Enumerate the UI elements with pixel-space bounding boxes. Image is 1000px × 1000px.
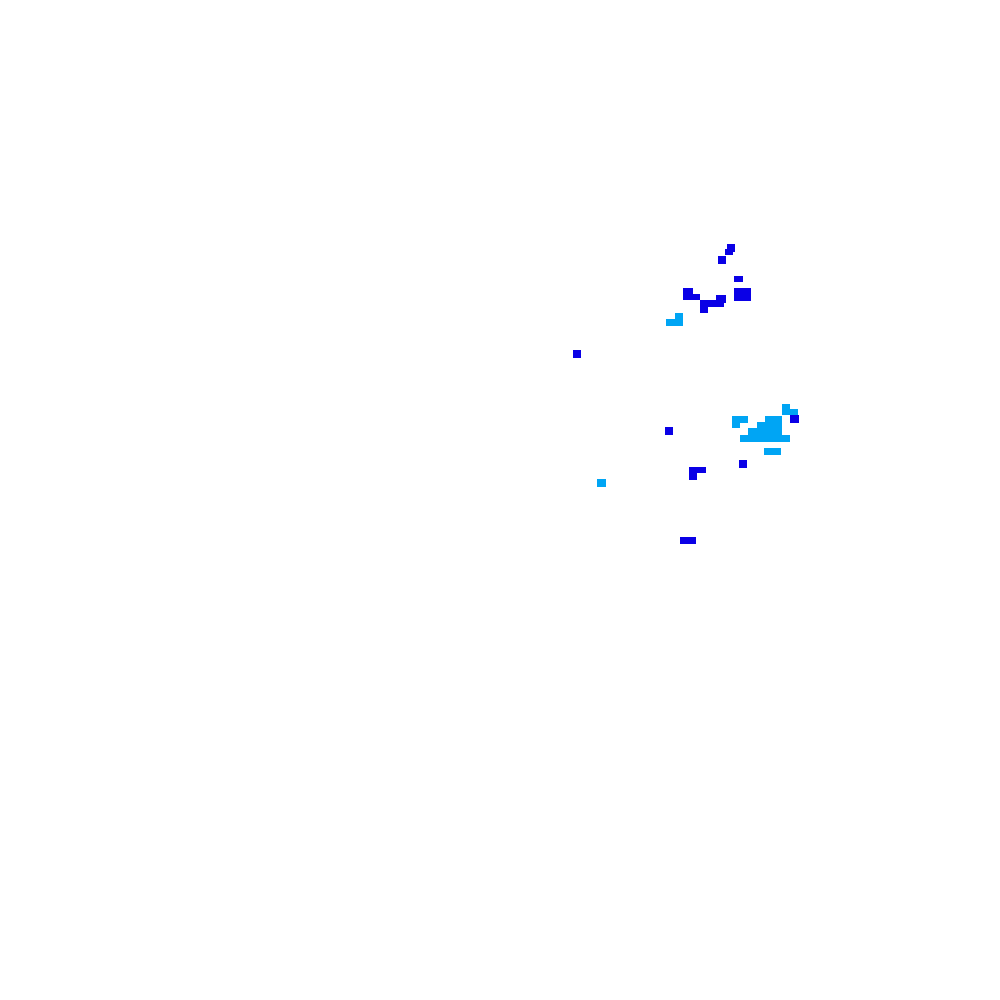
radar-cell-moderate <box>782 409 798 415</box>
radar-cell-intense <box>573 350 581 358</box>
radar-cell-moderate <box>764 448 781 455</box>
radar-cell-intense <box>665 427 673 435</box>
radar-cell-intense <box>734 288 751 301</box>
radar-cell-intense <box>689 467 697 480</box>
radar-cell-intense <box>700 305 708 313</box>
radar-cell-moderate <box>740 435 790 442</box>
radar-cell-intense <box>689 467 706 473</box>
radar-cell-moderate <box>666 319 683 326</box>
radar-cell-intense <box>790 415 799 423</box>
radar-cell-moderate <box>732 420 740 428</box>
radar-cell-moderate <box>732 416 748 423</box>
radar-cell-intense <box>734 276 743 282</box>
radar-cell-intense <box>716 295 726 303</box>
radar-cell-intense <box>727 244 735 252</box>
radar-cell-intense <box>718 256 726 264</box>
radar-cell-intense <box>683 288 693 300</box>
radar-cell-moderate <box>765 416 782 424</box>
radar-cell-moderate <box>597 479 606 487</box>
radar-cell-moderate <box>675 313 683 321</box>
radar-cell-moderate <box>748 428 782 436</box>
radar-cell-intense <box>739 460 747 468</box>
radar-cell-moderate <box>782 404 790 412</box>
radar-cell-moderate <box>757 422 782 430</box>
radar-cell-intense <box>700 300 724 307</box>
radar-cell-intense <box>725 249 733 255</box>
radar-cell-intense <box>680 537 696 544</box>
radar-cell-intense <box>691 294 700 300</box>
